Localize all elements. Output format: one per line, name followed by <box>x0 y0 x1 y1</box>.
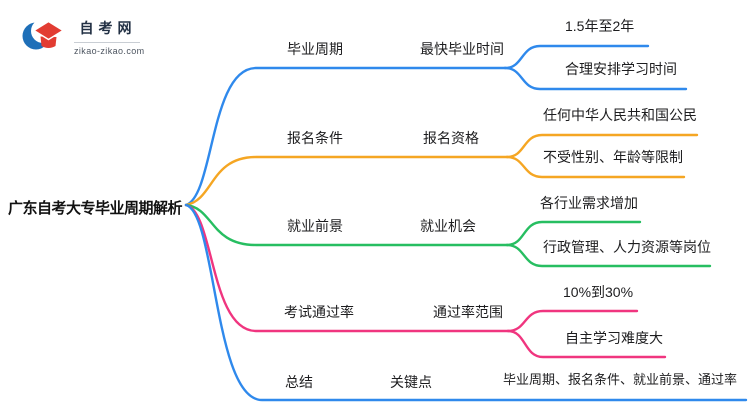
branch-1-leaf-1: 1.5年至2年 <box>565 18 635 34</box>
branch-2-leaf-2: 不受性别、年龄等限制 <box>543 149 683 165</box>
branch-1-sublabel: 最快毕业时间 <box>420 41 504 57</box>
branch-1-main-line <box>184 66 507 207</box>
branch-5-sublabel: 关键点 <box>390 374 432 390</box>
branch-1-leaf-2: 合理安排学习时间 <box>565 61 677 77</box>
branch-1-label: 毕业周期 <box>287 41 343 57</box>
branch-3-main-line <box>184 203 509 247</box>
branch-2-leaf-1-line <box>505 133 699 159</box>
branch-3-lines <box>184 203 712 268</box>
branch-3-leaf-1: 各行业需求增加 <box>540 195 638 211</box>
branch-3-label: 就业前景 <box>287 218 343 234</box>
branch-5-label: 总结 <box>285 374 313 390</box>
logo-text-block: 自考网 zikao-zikao.com <box>74 18 145 56</box>
site-logo: 自考网 zikao-zikao.com <box>22 14 145 56</box>
branch-5-main-line <box>184 203 748 402</box>
logo-divider <box>74 42 140 43</box>
branch-3-leaf-2: 行政管理、人力资源等岗位 <box>543 239 711 255</box>
branch-4-sublabel: 通过率范围 <box>433 304 503 320</box>
branch-1-leaf-2-line <box>503 66 688 91</box>
branch-5-lines <box>184 203 748 402</box>
branch-3-sublabel: 就业机会 <box>420 218 476 234</box>
branch-1-lines <box>184 44 688 207</box>
branch-2-leaf-1: 任何中华人民共和国公民 <box>543 107 697 123</box>
branch-4-leaf-2-line <box>506 329 667 359</box>
site-name: 自考网 <box>79 20 137 36</box>
branch-2-label: 报名条件 <box>287 130 343 146</box>
mindmap-root-label: 广东自考大专毕业周期解析 <box>8 200 183 217</box>
branch-5-leaf-1: 毕业周期、报名条件、就业前景、通过率 <box>503 372 738 387</box>
graduation-cap-icon <box>22 19 65 50</box>
branch-3-leaf-1-line <box>505 220 642 247</box>
site-domain: zikao-zikao.com <box>74 46 145 56</box>
branch-2-main-line <box>184 155 509 207</box>
branch-1-leaf-1-line <box>503 44 650 70</box>
branch-4-leaf-1: 10%到30% <box>563 284 634 300</box>
branch-2-lines <box>184 133 699 207</box>
branch-4-leaf-2: 自主学习难度大 <box>565 330 663 346</box>
branch-4-leaf-1-line <box>506 309 639 333</box>
branch-2-sublabel: 报名资格 <box>423 130 479 146</box>
branch-4-label: 考试通过率 <box>284 304 354 320</box>
branch-2-leaf-2-line <box>505 155 686 179</box>
branch-3-leaf-2-line <box>505 243 712 268</box>
